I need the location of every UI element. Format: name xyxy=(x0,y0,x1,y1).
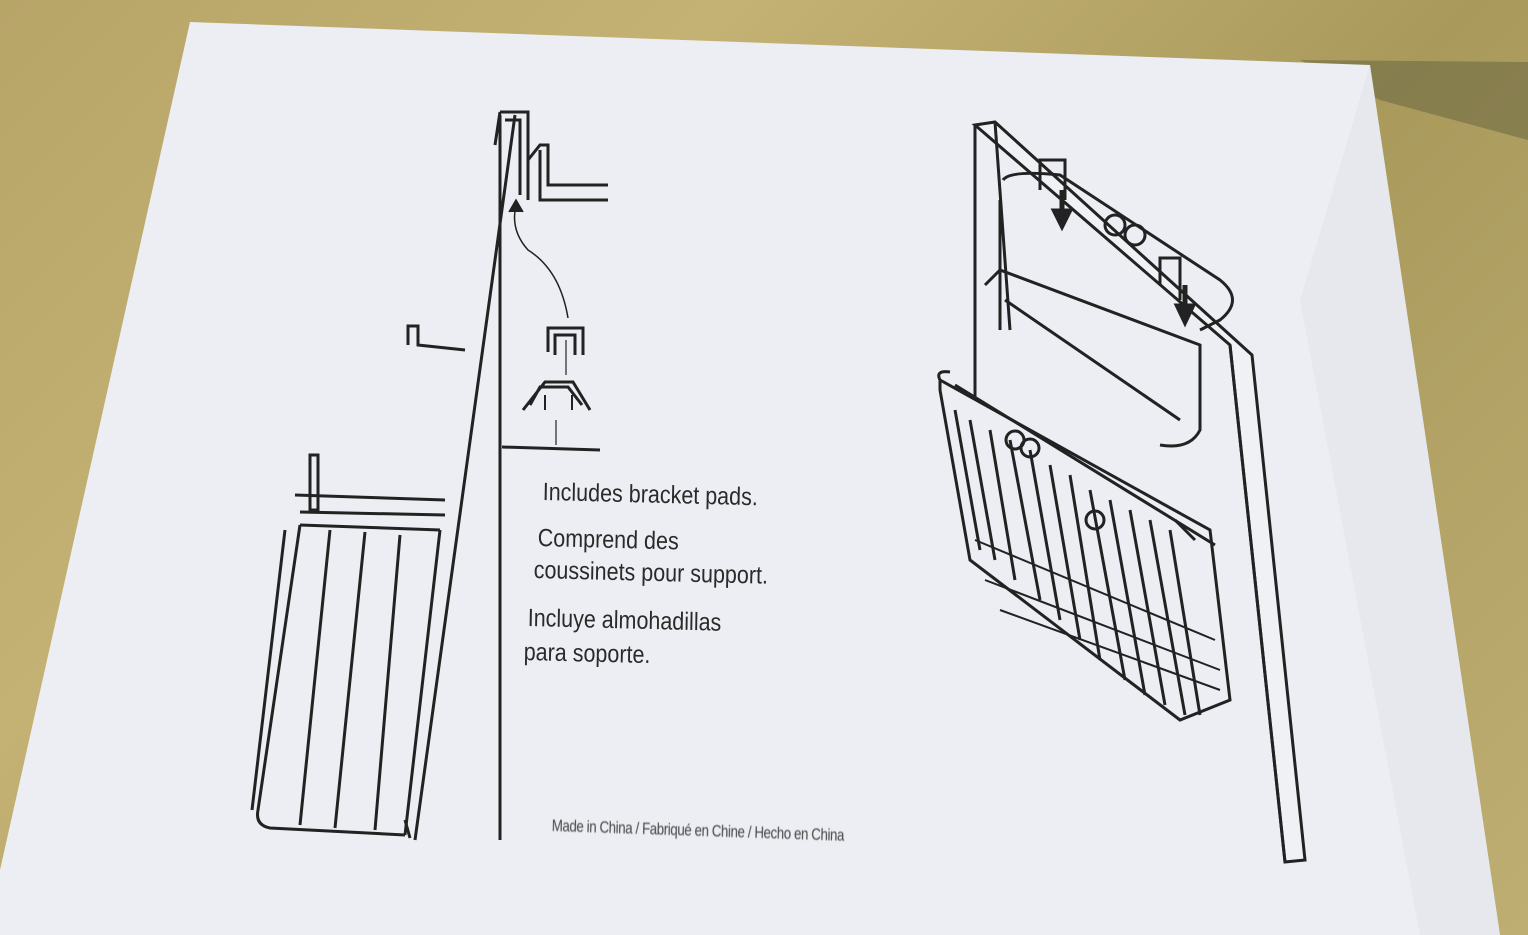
paper-shade xyxy=(1300,65,1500,935)
instruction-english: Includes bracket pads. xyxy=(542,478,759,512)
door-basket-diagram xyxy=(937,120,1307,864)
instruction-french-line2: coussinets pour support. xyxy=(533,556,769,590)
instruction-spanish-line1: Incluye almohadillas xyxy=(527,604,722,637)
instruction-french-line1: Comprend des xyxy=(537,524,679,556)
side-view-diagram xyxy=(250,110,608,841)
instruction-spanish-line2: para soporte. xyxy=(523,638,651,670)
paper-sheet xyxy=(0,22,1500,935)
